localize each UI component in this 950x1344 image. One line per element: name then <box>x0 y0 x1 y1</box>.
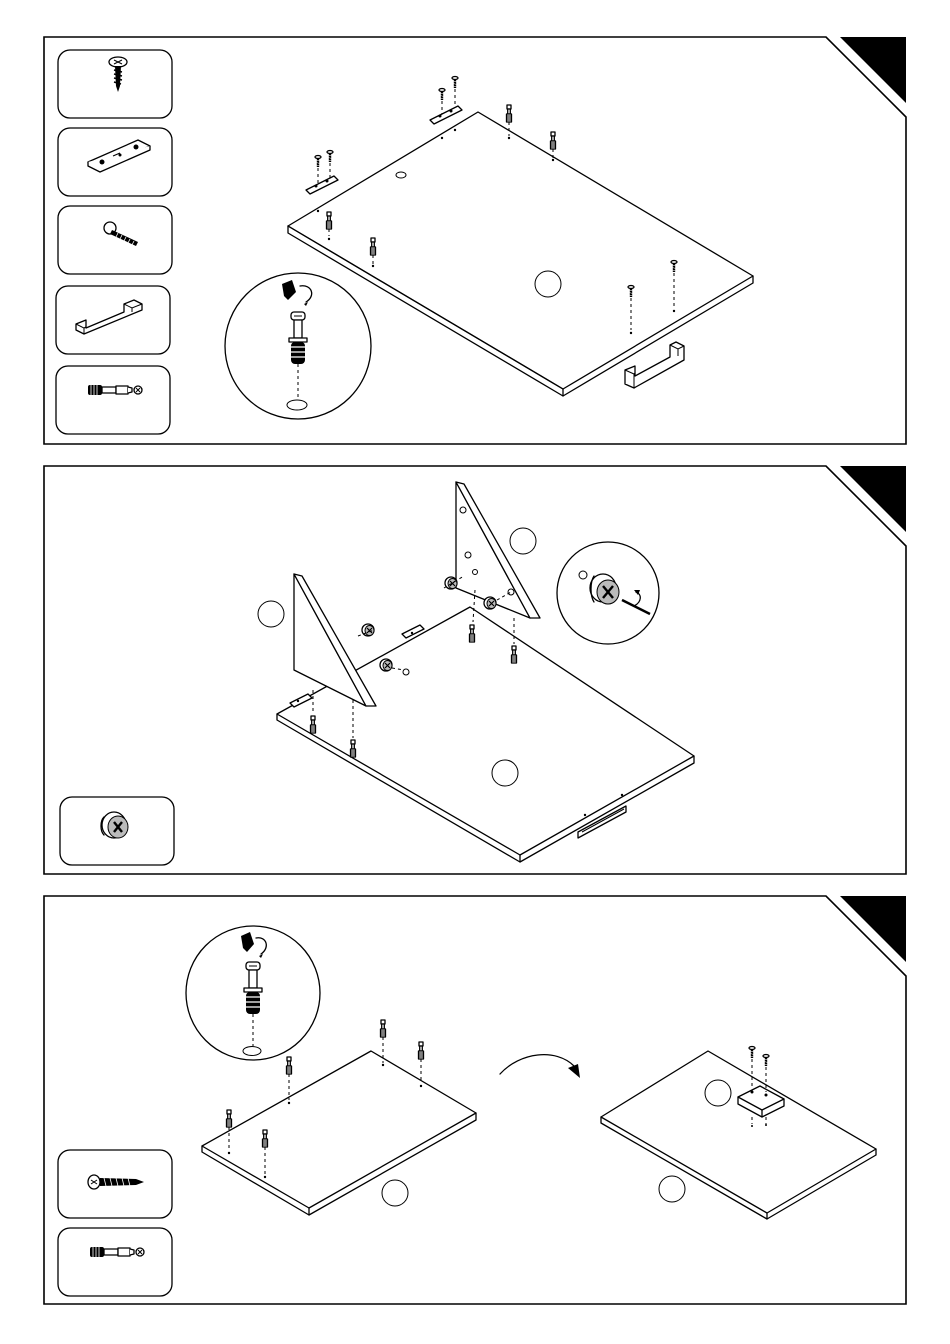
detail-circle-3 <box>186 926 320 1060</box>
part-box-cam-lock <box>60 797 174 865</box>
step-1-panel <box>44 37 906 444</box>
part-box-handle <box>56 286 170 354</box>
step-3-panel <box>44 896 906 1304</box>
part-box-long-screw <box>58 1150 172 1218</box>
detail-circle-2 <box>557 542 659 644</box>
detail-circle-1 <box>225 273 371 419</box>
part-box-cam-bolt <box>56 366 170 434</box>
part-box-wood-screw <box>58 50 172 118</box>
part-box-metal-plate <box>58 128 172 196</box>
part-box-machine-bolt <box>58 206 172 274</box>
step-2-panel <box>44 466 906 874</box>
part-box-cam-bolt <box>58 1228 172 1296</box>
